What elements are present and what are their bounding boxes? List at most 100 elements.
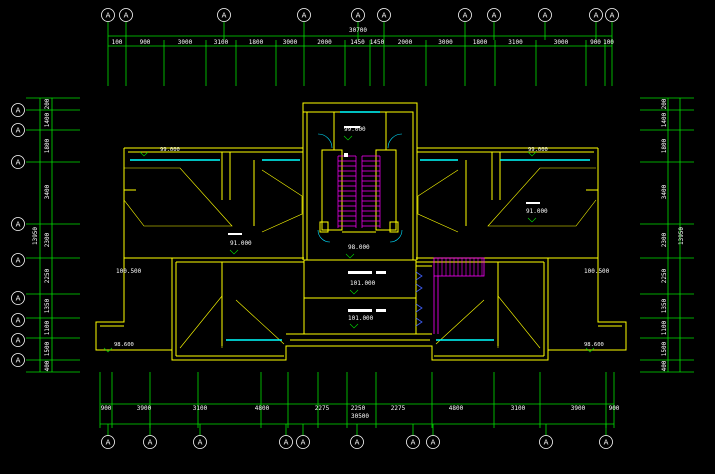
axis-bubble-label: A (284, 439, 289, 447)
entry-arrows (415, 271, 423, 327)
elevation-text: 100.500 (584, 268, 610, 275)
axis-bubble-label: A (492, 12, 497, 20)
axis-bubble-label: A (106, 12, 111, 20)
bottom-dimension-text: 900 (609, 405, 620, 412)
axis-bubble-label: A (301, 439, 306, 447)
elevation-text: 101.000 (350, 280, 376, 287)
axis-bubble-label: A (431, 439, 436, 447)
axis-bubble-label: A (610, 12, 615, 20)
axis-bubble-label: A (16, 107, 21, 115)
elevation-text: 91.000 (230, 240, 252, 247)
side-dimension-text: 3400 (661, 184, 668, 199)
bottom-dimension-text: 2275 (391, 405, 406, 412)
axis-bubble-label: A (604, 439, 609, 447)
axis-bubble (11, 217, 25, 231)
side-dimension-text: 2300 (44, 232, 51, 247)
side-dimension-text: 1350 (44, 298, 51, 313)
axis-bubble-label: A (16, 357, 21, 365)
elevation-text: 91.000 (526, 208, 548, 215)
top-total-dimension: 30700 (349, 27, 367, 34)
top-dimension-text: 2000 (317, 39, 332, 46)
axis-bubble (217, 8, 231, 22)
side-dimension-text: 1400 (661, 112, 668, 127)
side-dimension-text: 1100 (44, 320, 51, 335)
axis-bubble-label: A (16, 295, 21, 303)
stair-treads (337, 155, 381, 228)
bottom-dimension-text: 3900 (571, 405, 586, 412)
axis-bubble-label: A (356, 12, 361, 20)
top-dimension-text: 3100 (214, 39, 229, 46)
axis-bubble (11, 313, 25, 327)
entry-stair-treads (437, 258, 483, 276)
axis-bubble-label: A (16, 317, 21, 325)
axis-bubble (406, 435, 420, 449)
top-dimension-text: 3000 (438, 39, 453, 46)
side-dimension-text: 1100 (661, 320, 668, 335)
side-dimension-text: 1400 (44, 112, 51, 127)
top-dimension-text: 1800 (249, 39, 264, 46)
side-dimension-text: 2250 (661, 268, 668, 283)
entry-stair (433, 257, 485, 334)
dimension-lines (26, 22, 694, 436)
axis-bubble (351, 8, 365, 22)
axis-bubble (101, 435, 115, 449)
axis-bubble (297, 8, 311, 22)
side-dimension-text: 1500 (661, 341, 668, 356)
side-dimension-text: 1350 (661, 298, 668, 313)
building-walls (95, 102, 627, 361)
top-dimension-text: 100 (112, 39, 123, 46)
bottom-dimension-text: 3100 (511, 405, 526, 412)
axis-bubble-label: A (594, 12, 599, 20)
axis-bubble (119, 8, 133, 22)
room-label-bars (228, 126, 540, 312)
top-dimension-text: 3100 (508, 39, 523, 46)
axis-bubble (279, 435, 293, 449)
top-dimension-text: 100 (603, 39, 614, 46)
axis-bubble (143, 435, 157, 449)
bottom-dimension-text: 900 (101, 405, 112, 412)
axis-bubble-label: A (16, 221, 21, 229)
side-dimension-text: 1800 (661, 138, 668, 153)
right-total-dimension: 13950 (678, 227, 685, 245)
bottom-dimension-text: 2250 (351, 405, 366, 412)
top-dimension-text: 3000 (178, 39, 193, 46)
axis-bubble (11, 333, 25, 347)
side-dimension-text: 200 (44, 98, 51, 109)
elevation-text: 98.600 (114, 342, 134, 348)
axis-bubble (426, 435, 440, 449)
axis-bubble (11, 353, 25, 367)
door-swings (317, 133, 403, 243)
axis-bubble-label: A (302, 12, 307, 20)
side-dimension-text: 200 (661, 98, 668, 109)
axis-bubble (11, 253, 25, 267)
top-dimension-text: 1450 (370, 39, 385, 46)
axis-bubble (11, 123, 25, 137)
axis-bubble-label: A (411, 439, 416, 447)
axis-bubble-label: A (198, 439, 203, 447)
top-dimension-text: 1450 (350, 39, 365, 46)
axis-bubble-label: A (543, 12, 548, 20)
side-dimension-text: 1500 (44, 341, 51, 356)
bottom-dimension-text: 3100 (193, 405, 208, 412)
side-dimension-text: 400 (661, 360, 668, 371)
side-dimension-text: 400 (44, 360, 51, 371)
top-dimension-text: 3000 (554, 39, 569, 46)
top-dimension-text: 900 (590, 39, 601, 46)
elevation-text: 99.000 (528, 147, 548, 153)
axis-bubble-label: A (124, 12, 129, 20)
top-dimension-text: 900 (140, 39, 151, 46)
elevation-text: 101.000 (348, 315, 374, 322)
elevation-texts: 99.000 99.000 99.000 91.000 91.000 98.00… (114, 126, 610, 348)
bottom-dimension-text: 4800 (255, 405, 270, 412)
axis-bubble-label: A (355, 439, 360, 447)
bottom-dimension-text: 3900 (137, 405, 152, 412)
axis-bubble (11, 155, 25, 169)
elevation-text: 99.000 (344, 126, 366, 133)
axis-bubble-label: A (16, 337, 21, 345)
axis-bubble-label: A (222, 12, 227, 20)
axis-bubble (487, 8, 501, 22)
axis-bubble (589, 8, 603, 22)
